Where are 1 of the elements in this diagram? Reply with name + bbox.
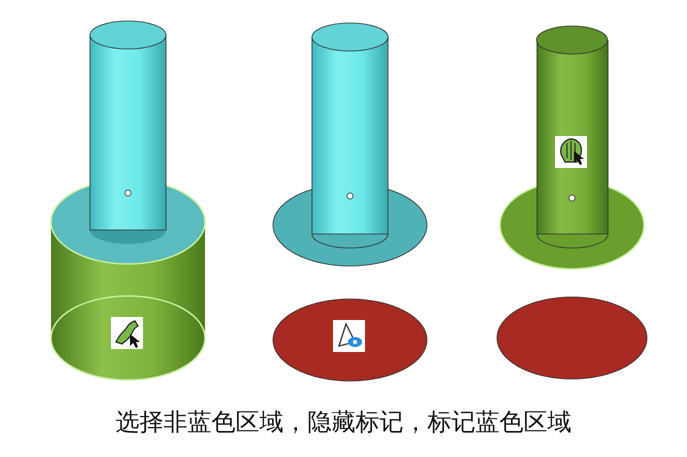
caption: 选择非蓝色区域，隐藏标记，标记蓝色区域 (116, 408, 572, 436)
